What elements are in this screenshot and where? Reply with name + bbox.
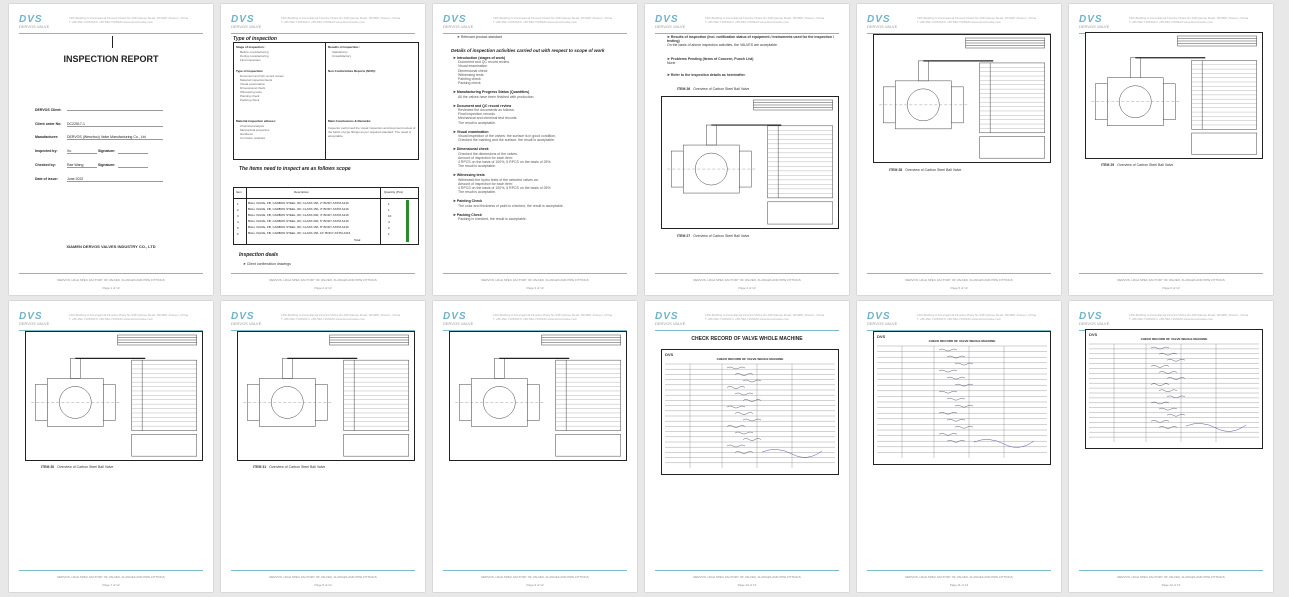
cover-field: DERVOS Client: (35, 108, 163, 112)
table-row: BALL VALVE, FB, CARBON STEEL, RF, CLASS … (248, 231, 351, 235)
details-section: ➤ Introduction (stages of work)Document … (453, 56, 509, 86)
valve-drawing (25, 331, 203, 461)
valve-drawing (237, 331, 415, 461)
page-number: Page 2 of 13 (314, 286, 332, 290)
page-number: Page 11 of 13 (949, 583, 969, 587)
check-record-form: DVS CHECK RECORD OF VALVE WHOLE MACHINE (873, 331, 1051, 465)
page-header: DVS DERVOS VALVE 13th Building A Interna… (19, 14, 203, 32)
page-number: Page 1 of 13 (102, 286, 120, 290)
cover-company: XIAMEN DERVOS VALVES INDUSTRY CO., LTD (66, 244, 156, 249)
page-number: Page 9 of 13 (526, 583, 544, 587)
page-number: Page 5 of 13 (950, 286, 968, 290)
inspection-type-box: Stage of inspection : Before manufacturi… (233, 42, 419, 160)
cover-field: Checked by:Rae Wang Signature: (35, 163, 148, 168)
table-row: BALL VALVE, FB, CARBON STEEL, RF, CLASS … (248, 207, 349, 211)
table-row: BALL VALVE, FB, CARBON STEEL, RF, CLASS … (248, 219, 349, 223)
check-record-form: DVS CHECK RECORD OF VALVE WHOLE MACHINE (1085, 329, 1263, 449)
table-row: BALL VALVE, FB, CARBON STEEL, RF, CLASS … (248, 201, 349, 205)
page-number: Page 4 of 13 (738, 286, 756, 290)
dvs-logo-icon: DVS DERVOS VALVE (19, 14, 50, 29)
page-number: Page 8 of 13 (314, 583, 332, 587)
page-number: Page 10 of 13 (737, 583, 757, 587)
valve-drawing (1085, 32, 1263, 159)
header-address: 13th Building A International Finance Pl… (69, 16, 189, 24)
page-number: Page 6 of 13 (1162, 286, 1180, 290)
valve-drawing (449, 331, 627, 461)
table-row: BALL VALVE, FB, CARBON STEEL, RF, CLASS … (248, 225, 349, 229)
details-sections: ➤ Introduction (stages of work)Document … (453, 56, 629, 226)
page-1-cover[interactable]: DVS DERVOS VALVE 13th Building A Interna… (9, 4, 213, 295)
check-record-form: DVS CHECK RECORD OF VALVE WHOLE MACHINE (661, 349, 839, 475)
page-number: Page 12 of 13 (1161, 583, 1181, 587)
page-number: Page 7 of 13 (102, 583, 120, 587)
table-row: BALL VALVE, FB, CARBON STEEL, RF, CLASS … (248, 213, 349, 217)
cover-field: Manufacturer:DERVOS (Wenzhou) Valve Manu… (35, 135, 163, 140)
report-title: INSPECTION REPORT (63, 54, 159, 64)
details-section: ➤ Manufacturing Progress Status (Quantit… (453, 90, 535, 99)
items-table: Item Description Quantity (Pcs) BALL VAL… (233, 187, 419, 245)
valve-drawing (873, 34, 1051, 163)
cover-field: Client order No:DC22517-1 (35, 122, 163, 127)
cover-field: Inspected by:Xu Signature: (35, 149, 148, 154)
valve-drawing (661, 96, 839, 229)
page-number: Page 3 of 13 (526, 286, 544, 290)
cover-field: Date of issue:June 2022 (35, 177, 163, 182)
